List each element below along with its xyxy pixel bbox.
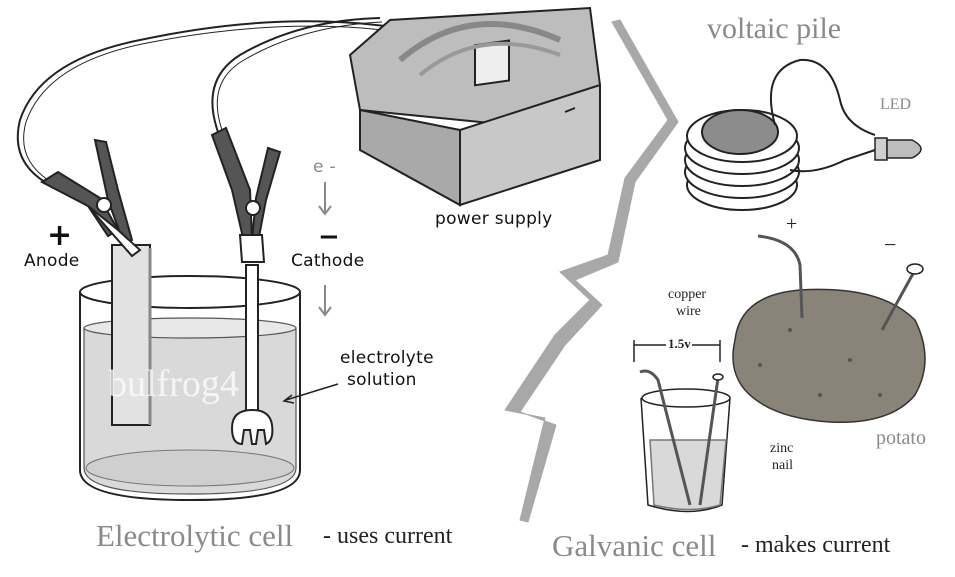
anode-wire	[16, 20, 401, 183]
galvanic-cell-subtitle: - makes current	[741, 532, 891, 558]
cathode-label: Cathode	[291, 251, 365, 271]
copper-wire-label-line1: copper	[668, 287, 707, 302]
potato-label: potato	[876, 427, 926, 449]
glass-cell	[633, 340, 731, 513]
voltaic-pile-label: voltaic pile	[707, 12, 842, 45]
potato	[732, 288, 926, 424]
led	[874, 137, 922, 161]
anode-alligator-clip	[39, 138, 142, 258]
zinc-nail-label-line1: zinc	[770, 441, 794, 456]
potato-plus-sign: +	[786, 213, 798, 235]
zigzag-divider	[504, 19, 679, 523]
watermark: bulfrog4	[108, 363, 239, 405]
copper-wire-label-line2: wire	[676, 304, 701, 319]
voltaic-pile	[684, 109, 800, 211]
power-supply	[348, 6, 602, 207]
cathode-alligator-clip	[210, 126, 282, 263]
cathode-minus-sign: −	[318, 222, 341, 252]
pile-wire	[769, 58, 876, 173]
galvanic-cell-title: Galvanic cell	[552, 528, 717, 563]
electrolyte-label-line1: electrolyte	[340, 348, 434, 368]
wrench-cathode	[230, 264, 274, 446]
potato-minus-sign: −	[884, 232, 897, 257]
copper-wire-potato	[757, 234, 804, 319]
electron-label: e -	[313, 157, 336, 177]
anode-plus-sign: +	[47, 218, 73, 253]
zinc-nail-label-line2: nail	[772, 458, 793, 473]
cathode-wire	[211, 17, 381, 133]
anode-label: Anode	[24, 251, 80, 271]
electrolytic-cell-subtitle: - uses current	[323, 523, 453, 549]
anode-wire-inner	[23, 25, 401, 181]
cathode-wire-inner	[216, 21, 383, 131]
electrolytic-cell-title: Electrolytic cell	[96, 518, 294, 553]
electron-flow-arrows	[318, 182, 332, 317]
power-supply-label: power supply	[435, 209, 553, 229]
anode-plate	[111, 244, 152, 426]
voltage-label: 1.5v	[668, 336, 691, 351]
electrolyte-pointer	[285, 383, 339, 401]
electrolyte-label-line2: solution	[347, 370, 417, 390]
zinc-nail-potato	[880, 263, 924, 331]
led-label: LED	[880, 96, 912, 113]
